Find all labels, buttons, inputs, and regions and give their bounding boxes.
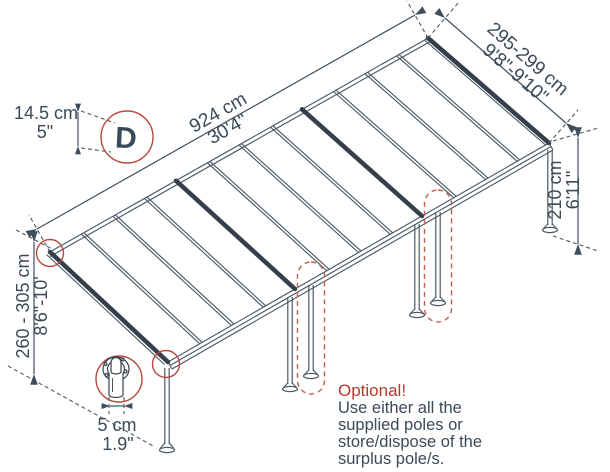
pole-height-metric: 210 cm <box>545 160 565 219</box>
length-dimension-line <box>25 6 427 238</box>
optional-pole-capsule-left <box>296 261 326 395</box>
attach-height-dimension-label: 260 - 305 cm 8'6"-10' <box>13 253 51 358</box>
depth-dimension-label: 295-299 cm 9'8"-9'10" <box>478 18 572 107</box>
corner-joint-circle <box>35 238 65 268</box>
pole-joint-circle <box>151 349 181 379</box>
profile-height-imperial: 5" <box>37 122 53 142</box>
optional-note-title: Optional! <box>338 381 406 400</box>
detail-circles <box>35 110 181 403</box>
depth-dimension-line <box>434 8 577 133</box>
optional-note-line-4: surplus pole/s. <box>338 450 444 468</box>
pole-diameter-imperial: 1.9" <box>102 434 133 454</box>
pole-diameter-metric: 5 cm <box>97 415 136 435</box>
beam-profile-glyph: D <box>114 121 137 155</box>
pole-front-right <box>541 150 559 234</box>
pole-4 <box>408 224 426 319</box>
pole-height-dimension-label: 210 cm 6'11" <box>545 160 583 219</box>
pole-3-optional <box>302 285 320 380</box>
optional-pole-capsule-right <box>423 189 453 323</box>
optional-pole-highlights <box>296 189 453 395</box>
profile-height-metric: 14.5 cm <box>14 103 78 123</box>
pole-2 <box>281 297 299 393</box>
pole-front-left <box>158 368 176 454</box>
optional-note-line-2: supplied poles or <box>338 416 463 434</box>
dimension-lines <box>25 6 582 409</box>
support-poles <box>158 150 559 454</box>
pole-5-optional <box>429 212 447 307</box>
pole-diameter-dimension-label: 5 cm 1.9" <box>97 415 136 454</box>
pole-cap-detail <box>102 356 130 399</box>
optional-note-line-1: Use either all the <box>338 399 462 417</box>
profile-height-dimension-label: 14.5 cm 5" <box>14 103 78 142</box>
attach-height-metric: 260 - 305 cm <box>13 253 33 358</box>
profile-detail-circle <box>100 110 154 164</box>
attach-height-imperial: 8'6"-10' <box>31 276 51 335</box>
pole-height-imperial: 6'11" <box>563 171 583 210</box>
optional-note-line-3: store/dispose of the <box>338 433 482 451</box>
optional-note: Optional! Use either all the supplied po… <box>338 381 482 468</box>
pole-cap-detail-circle <box>95 355 143 403</box>
